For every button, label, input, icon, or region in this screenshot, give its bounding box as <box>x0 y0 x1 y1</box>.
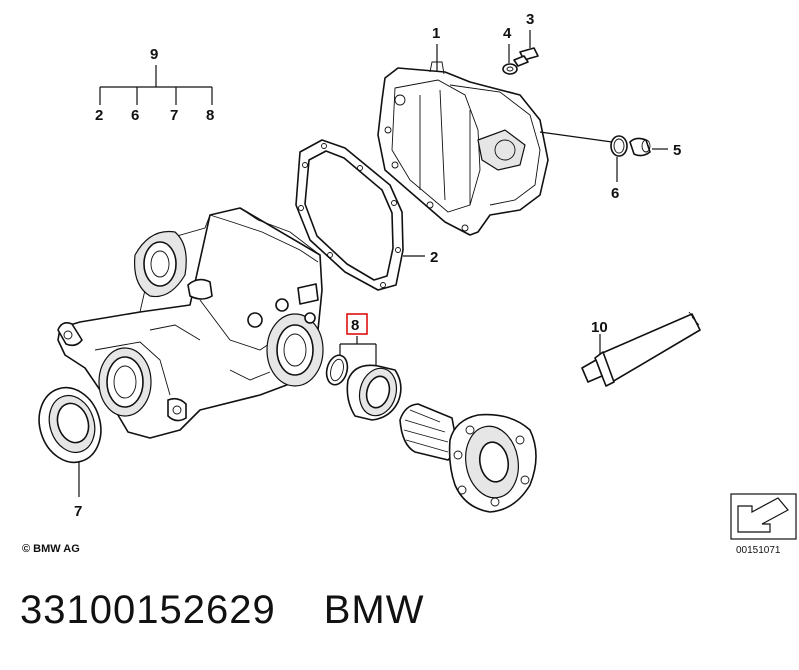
callout-9[interactable]: 9 <box>150 46 158 63</box>
callout-1[interactable]: 1 <box>432 25 440 42</box>
arrow-icon <box>737 497 789 533</box>
copyright-label: © BMW AG <box>22 543 80 555</box>
seal-part-8[interactable] <box>346 364 402 421</box>
footer-caption: 33100152629 BMW <box>20 588 424 633</box>
brand-name: BMW <box>323 588 425 632</box>
callout-group-9: 9 2 6 7 8 <box>95 46 214 124</box>
o-ring-part-8[interactable] <box>323 353 350 387</box>
differential-housing[interactable] <box>57 207 324 439</box>
callout-10[interactable]: 10 <box>591 319 608 336</box>
grease-tube-part-10[interactable] <box>581 311 701 387</box>
reference-icon-box <box>730 493 797 540</box>
callout-2-group[interactable]: 2 <box>95 107 103 124</box>
callout-6-right[interactable]: 6 <box>611 185 619 202</box>
callout-6-group[interactable]: 6 <box>131 107 139 124</box>
bolt-part-3[interactable] <box>513 47 539 67</box>
callout-8-highlight[interactable]: 8 <box>351 317 359 334</box>
callout-4[interactable]: 4 <box>503 25 512 42</box>
callout-7-group[interactable]: 7 <box>170 107 178 124</box>
part-number: 33100152629 <box>20 588 276 632</box>
o-ring-part-6[interactable] <box>610 135 628 157</box>
rear-cover-part-1[interactable] <box>377 61 549 236</box>
callout-5[interactable]: 5 <box>673 142 681 159</box>
output-flange[interactable] <box>399 403 537 513</box>
callout-7-bottom[interactable]: 7 <box>74 503 82 520</box>
shaft-seal-part-7[interactable] <box>30 380 111 471</box>
gasket-part-2[interactable] <box>295 139 404 291</box>
callout-8-group[interactable]: 8 <box>206 107 214 124</box>
highlight-box-8 <box>346 313 368 335</box>
washer-part-4[interactable] <box>502 63 518 75</box>
callout-2[interactable]: 2 <box>430 249 438 266</box>
reference-code: 00151071 <box>736 545 781 556</box>
plug-part-5[interactable] <box>629 137 651 157</box>
callout-3[interactable]: 3 <box>526 11 534 28</box>
